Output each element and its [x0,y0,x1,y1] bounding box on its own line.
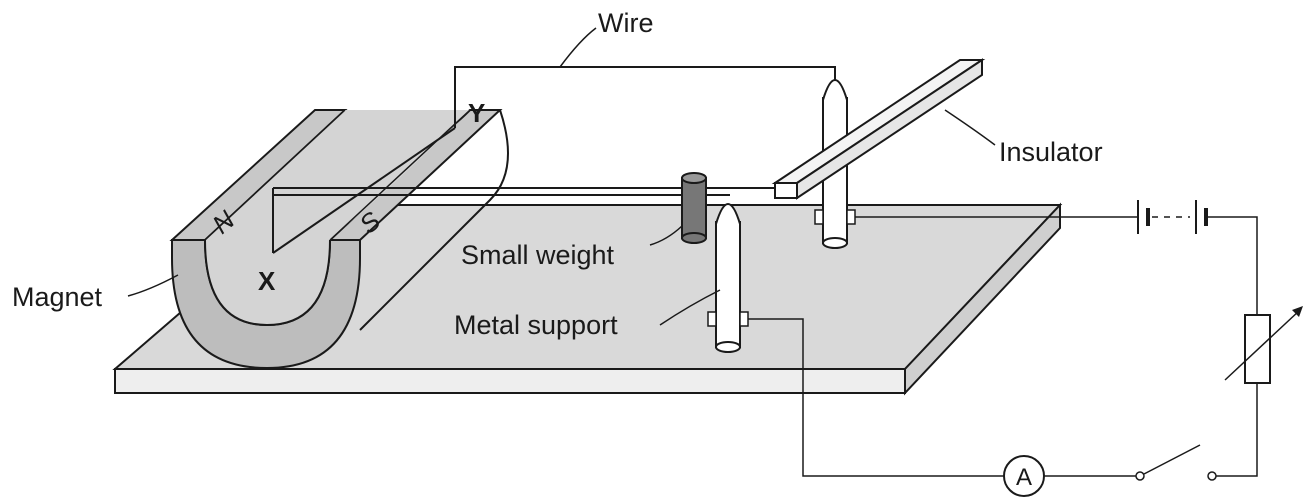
magnet-label: Magnet [12,282,103,312]
switch-contact-right [1207,471,1217,481]
front-metal-support [707,203,749,353]
switch-contact-left [1135,471,1145,481]
ammeter-label: A [1016,464,1032,491]
point-x-label: X [258,266,276,296]
point-y-label: Y [468,98,485,128]
insulator-bar [771,58,986,200]
switch-lever [1143,444,1201,475]
small-weight-label: Small weight [461,240,615,270]
wire-label: Wire [598,8,654,38]
leader-lines [127,27,996,326]
metal-support-label: Metal support [454,310,618,340]
external-circuit: A [748,200,1303,497]
small-weight [681,172,707,244]
insulator-label: Insulator [999,137,1103,167]
